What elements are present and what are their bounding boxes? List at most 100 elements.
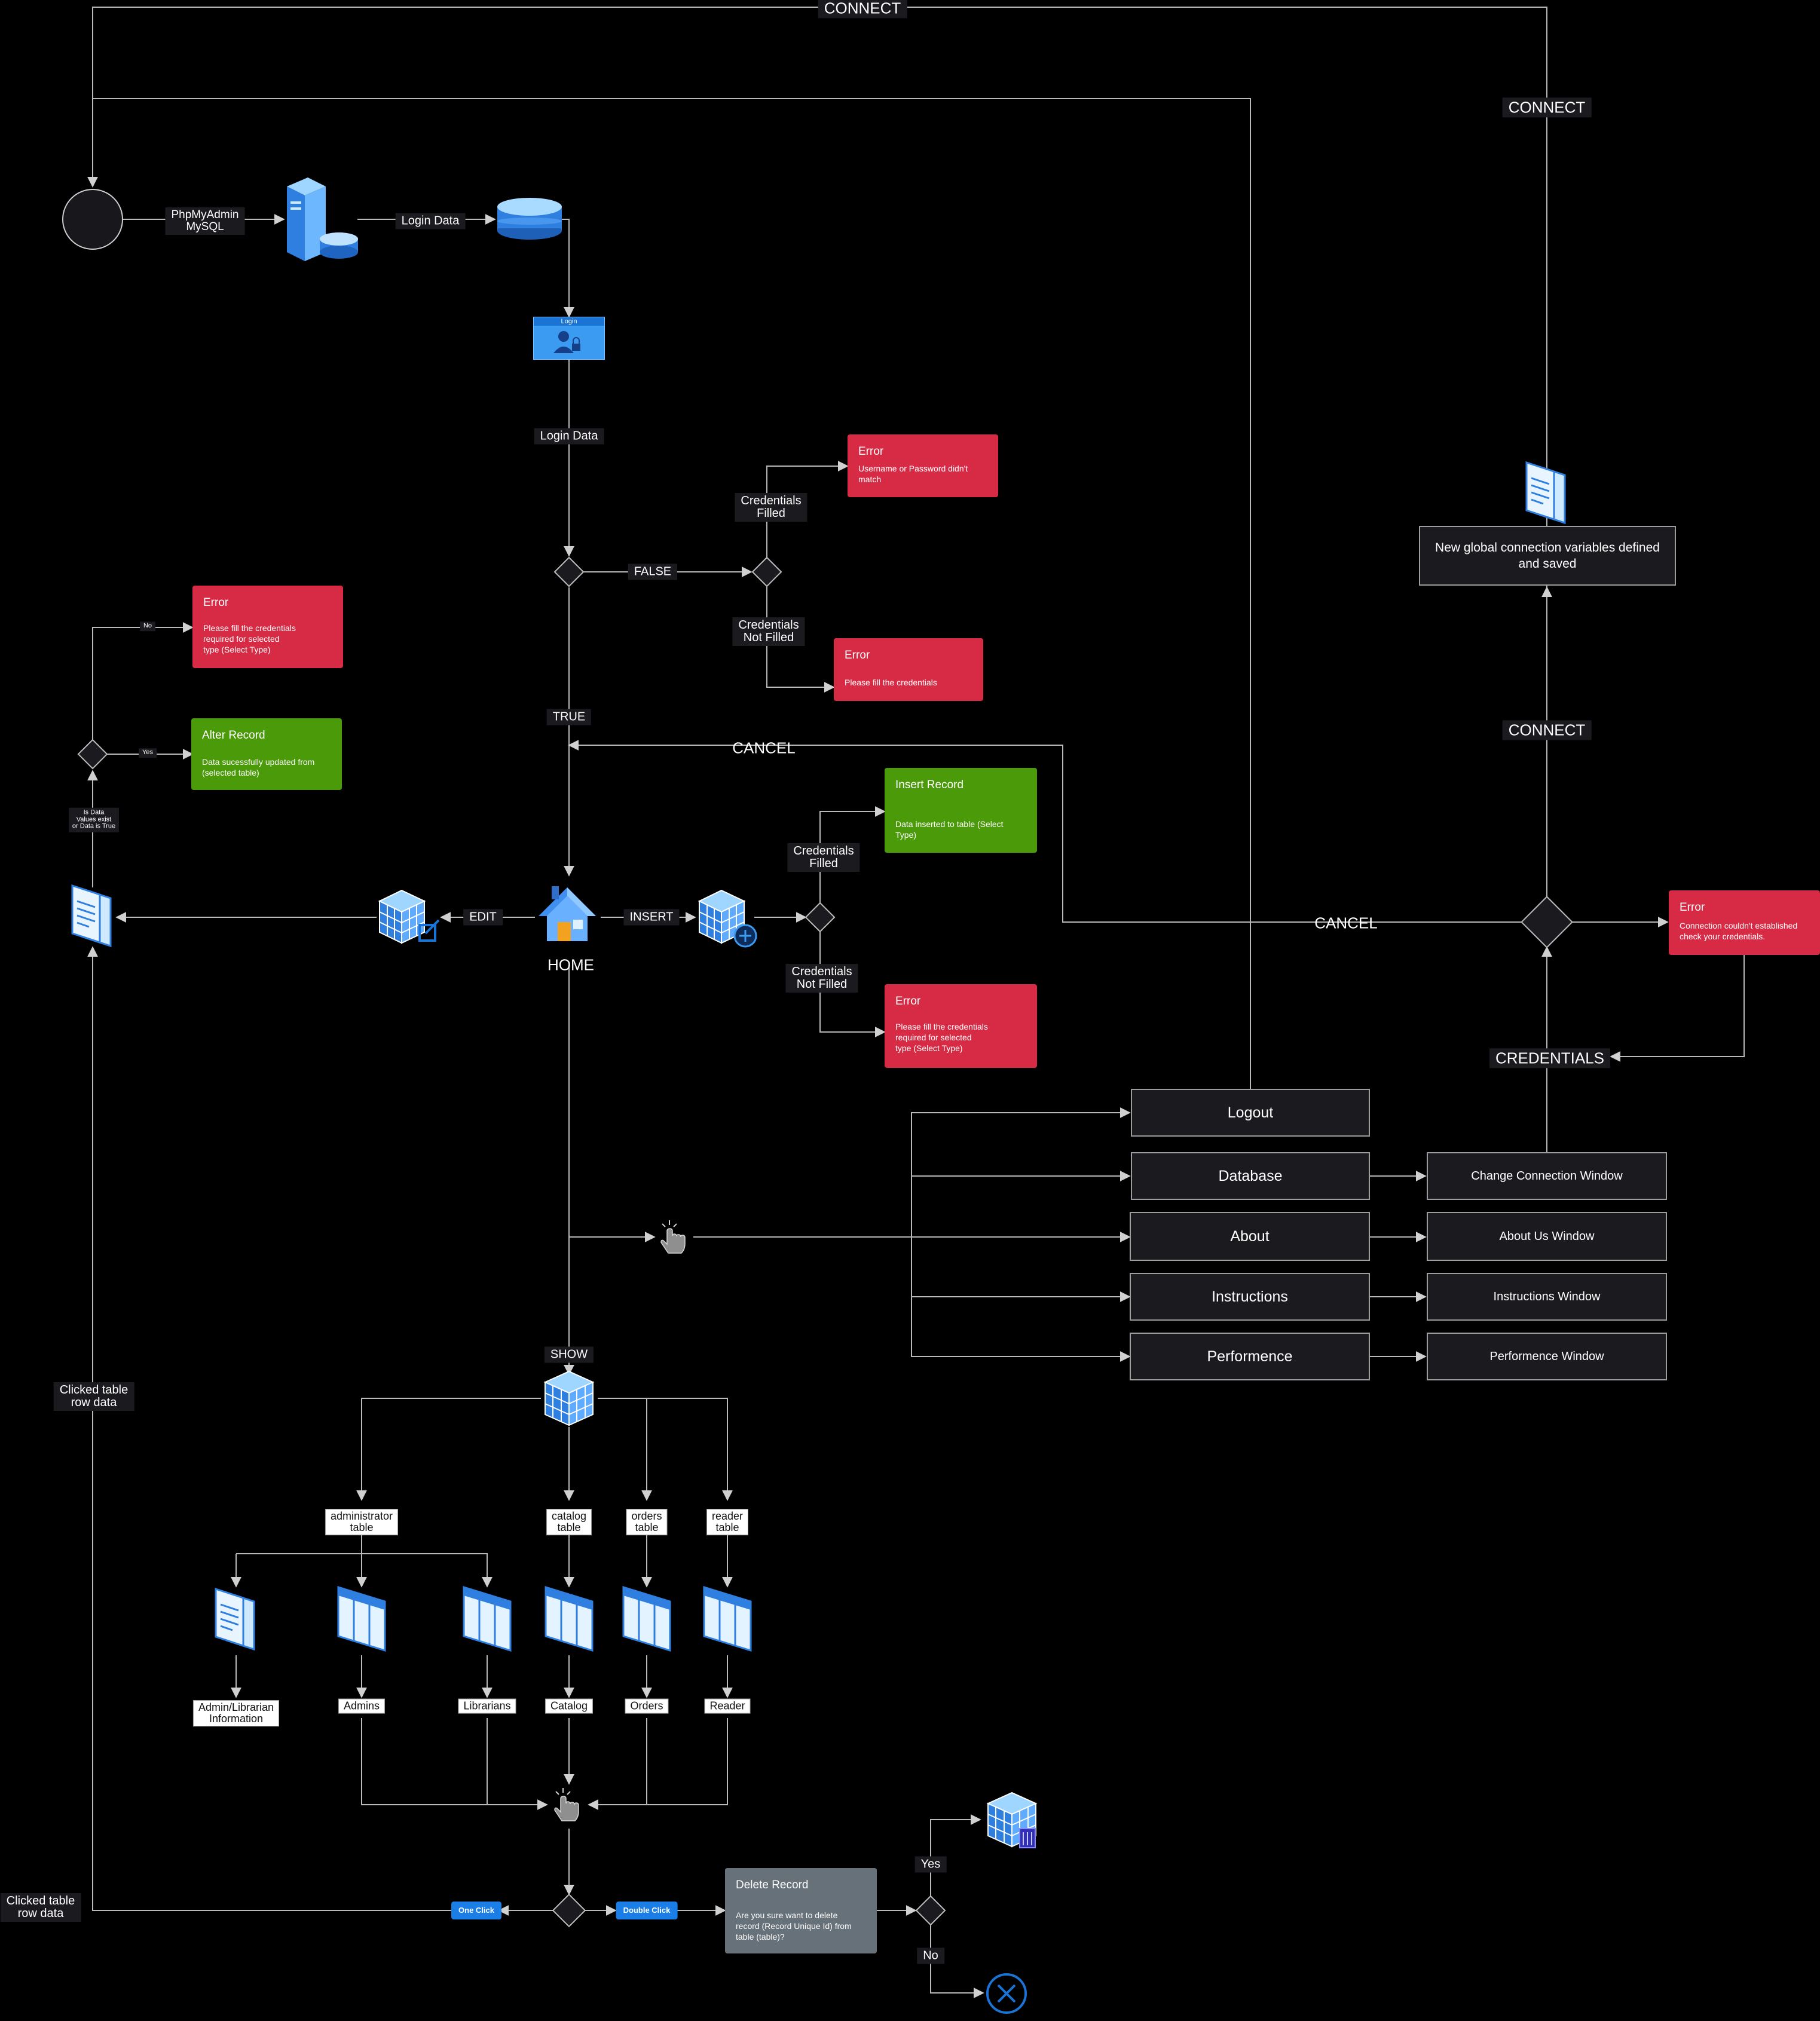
decision-data-values	[77, 739, 108, 770]
user-lock-icon	[553, 331, 580, 353]
card-body: Please fill the credentials required for…	[895, 1022, 988, 1054]
error-card-select-type-right: Error Please fill the credentials requir…	[885, 984, 1037, 1068]
card-title: Error	[895, 995, 921, 1008]
edge-label-connect-right-top: CONNECT	[1502, 97, 1592, 118]
edge-label-yes: Yes	[914, 1856, 947, 1873]
edge-label-cred-filled-2: Credentials Filled	[787, 843, 860, 872]
card-body: Are you sure want to delete record (Reco…	[736, 1910, 852, 1942]
edge-label-show: SHOW	[544, 1346, 594, 1363]
card-body: Data inserted to table (Select Type)	[895, 819, 1004, 840]
catalog-table-label: catalog table	[546, 1509, 592, 1535]
performence-button[interactable]: Performence	[1130, 1333, 1370, 1380]
card-body: Connection couldn't established check yo…	[1680, 921, 1798, 942]
edge-label-cancel-mid: CANCEL	[1314, 914, 1378, 932]
decision-insert	[805, 902, 836, 933]
card-title: Delete Record	[736, 1879, 809, 1891]
edge-label-clicked-row-2: Clicked table row data	[0, 1893, 81, 1922]
edge-label-cred-not-filled-2: Credentials Not Filled	[785, 964, 858, 993]
columns-icon	[463, 1585, 512, 1652]
home-icon	[539, 886, 596, 941]
database-button[interactable]: Database	[1131, 1152, 1370, 1200]
document-icon	[1525, 461, 1566, 525]
double-click-label: Double Click	[616, 1901, 678, 1919]
decision-connection	[1521, 896, 1573, 948]
global-vars-box: New global connection variables defined …	[1419, 526, 1676, 586]
document-icon	[215, 1587, 255, 1651]
start-node	[62, 189, 123, 250]
card-title: Error	[858, 445, 884, 458]
card-title: Error	[845, 649, 870, 662]
catalog-view-label: Catalog	[545, 1698, 594, 1714]
pointer-hand-icon	[554, 1788, 579, 1821]
admins-view-label: Admins	[338, 1698, 386, 1714]
card-body: Please fill the credentials	[845, 678, 937, 687]
about-us-window: About Us Window	[1427, 1212, 1667, 1261]
orders-view-label: Orders	[625, 1698, 669, 1714]
edge-label-no-small: No	[139, 621, 156, 631]
decision-delete	[915, 1895, 946, 1926]
table-icon	[543, 1370, 595, 1426]
admin-librarian-view-label: Admin/Librarian Information	[192, 1700, 280, 1726]
delete-record-dialog: Delete Record Are you sure want to delet…	[725, 1868, 877, 1953]
edge-label-insert: INSERT	[623, 909, 680, 926]
reader-view-label: Reader	[704, 1698, 751, 1714]
card-body: Please fill the credentials required for…	[203, 623, 296, 655]
login-window-title: Login	[534, 317, 604, 326]
instructions-button[interactable]: Instructions	[1130, 1273, 1370, 1321]
edge-label-true: TRUE	[546, 709, 592, 725]
edge-label-cred-not-filled-1: Credentials Not Filled	[732, 617, 805, 646]
pointer-hand-icon	[660, 1220, 686, 1254]
error-card-select-type-left: Error Please fill the credentials requir…	[192, 586, 343, 668]
edge-label-connect-top: CONNECT	[818, 0, 907, 19]
login-window-icon: Login	[533, 317, 605, 360]
table-delete-icon	[986, 1792, 1038, 1848]
edge-label-credentials: CREDENTIALS	[1489, 1048, 1611, 1068]
card-body: Data sucessfully updated from (selected …	[202, 757, 315, 778]
orders-table-label: orders table	[626, 1509, 668, 1535]
table-add-icon	[698, 889, 757, 948]
decision-click	[552, 1893, 586, 1928]
database-icon	[497, 198, 562, 240]
card-title: Error	[203, 596, 229, 609]
edge-label-login-data-1: Login Data	[395, 213, 466, 229]
edge-label-cancel-top: CANCEL	[732, 739, 796, 757]
decision-credentials	[751, 556, 782, 587]
one-click-label: One Click	[451, 1901, 501, 1919]
edge-label-edit: EDIT	[463, 909, 503, 926]
edge-label-clicked-row-1: Clicked table row data	[53, 1382, 134, 1411]
performence-window: Performence Window	[1427, 1333, 1667, 1380]
edge-label-cred-filled-1: Credentials Filled	[735, 493, 807, 522]
edge-label-connect-right-mid: CONNECT	[1502, 720, 1592, 740]
logout-button[interactable]: Logout	[1131, 1089, 1370, 1137]
reader-table-label: reader table	[706, 1509, 749, 1535]
administrator-table-label: administrator table	[325, 1509, 399, 1535]
home-label: HOME	[547, 956, 594, 974]
server-icon	[287, 177, 358, 261]
columns-icon	[703, 1585, 752, 1652]
columns-icon	[337, 1585, 386, 1652]
columns-icon	[622, 1585, 671, 1652]
card-body: Username or Password didn't match	[858, 464, 968, 485]
edge-label-yes-small: Yes	[139, 748, 157, 758]
edge-label-phpmyadmin: PhpMyAdmin MySQL	[165, 207, 245, 235]
card-title: Insert Record	[895, 779, 964, 791]
edge-label-login-data-2: Login Data	[534, 428, 604, 445]
about-button[interactable]: About	[1130, 1212, 1370, 1261]
error-card-fill: Error Please fill the credentials	[834, 638, 983, 701]
edge-label-is-data-values: Is Data Values exist or Data is True	[68, 807, 120, 832]
error-card-connection: Error Connection couldn't established ch…	[1669, 890, 1820, 955]
error-card-credentials: Error Username or Password didn't match	[848, 434, 998, 497]
table-edit-icon	[378, 889, 440, 944]
librarians-view-label: Librarians	[458, 1698, 516, 1714]
columns-icon	[545, 1585, 594, 1652]
alter-record-card: Alter Record Data sucessfully updated fr…	[191, 718, 342, 790]
edge-label-false: FALSE	[628, 564, 678, 580]
document-icon	[71, 884, 112, 948]
change-connection-window: Change Connection Window	[1427, 1152, 1667, 1200]
instructions-window: Instructions Window	[1427, 1273, 1667, 1321]
insert-record-card: Insert Record Data inserted to table (Se…	[885, 768, 1037, 853]
close-circle-icon	[986, 1973, 1027, 2014]
card-title: Error	[1680, 901, 1705, 914]
